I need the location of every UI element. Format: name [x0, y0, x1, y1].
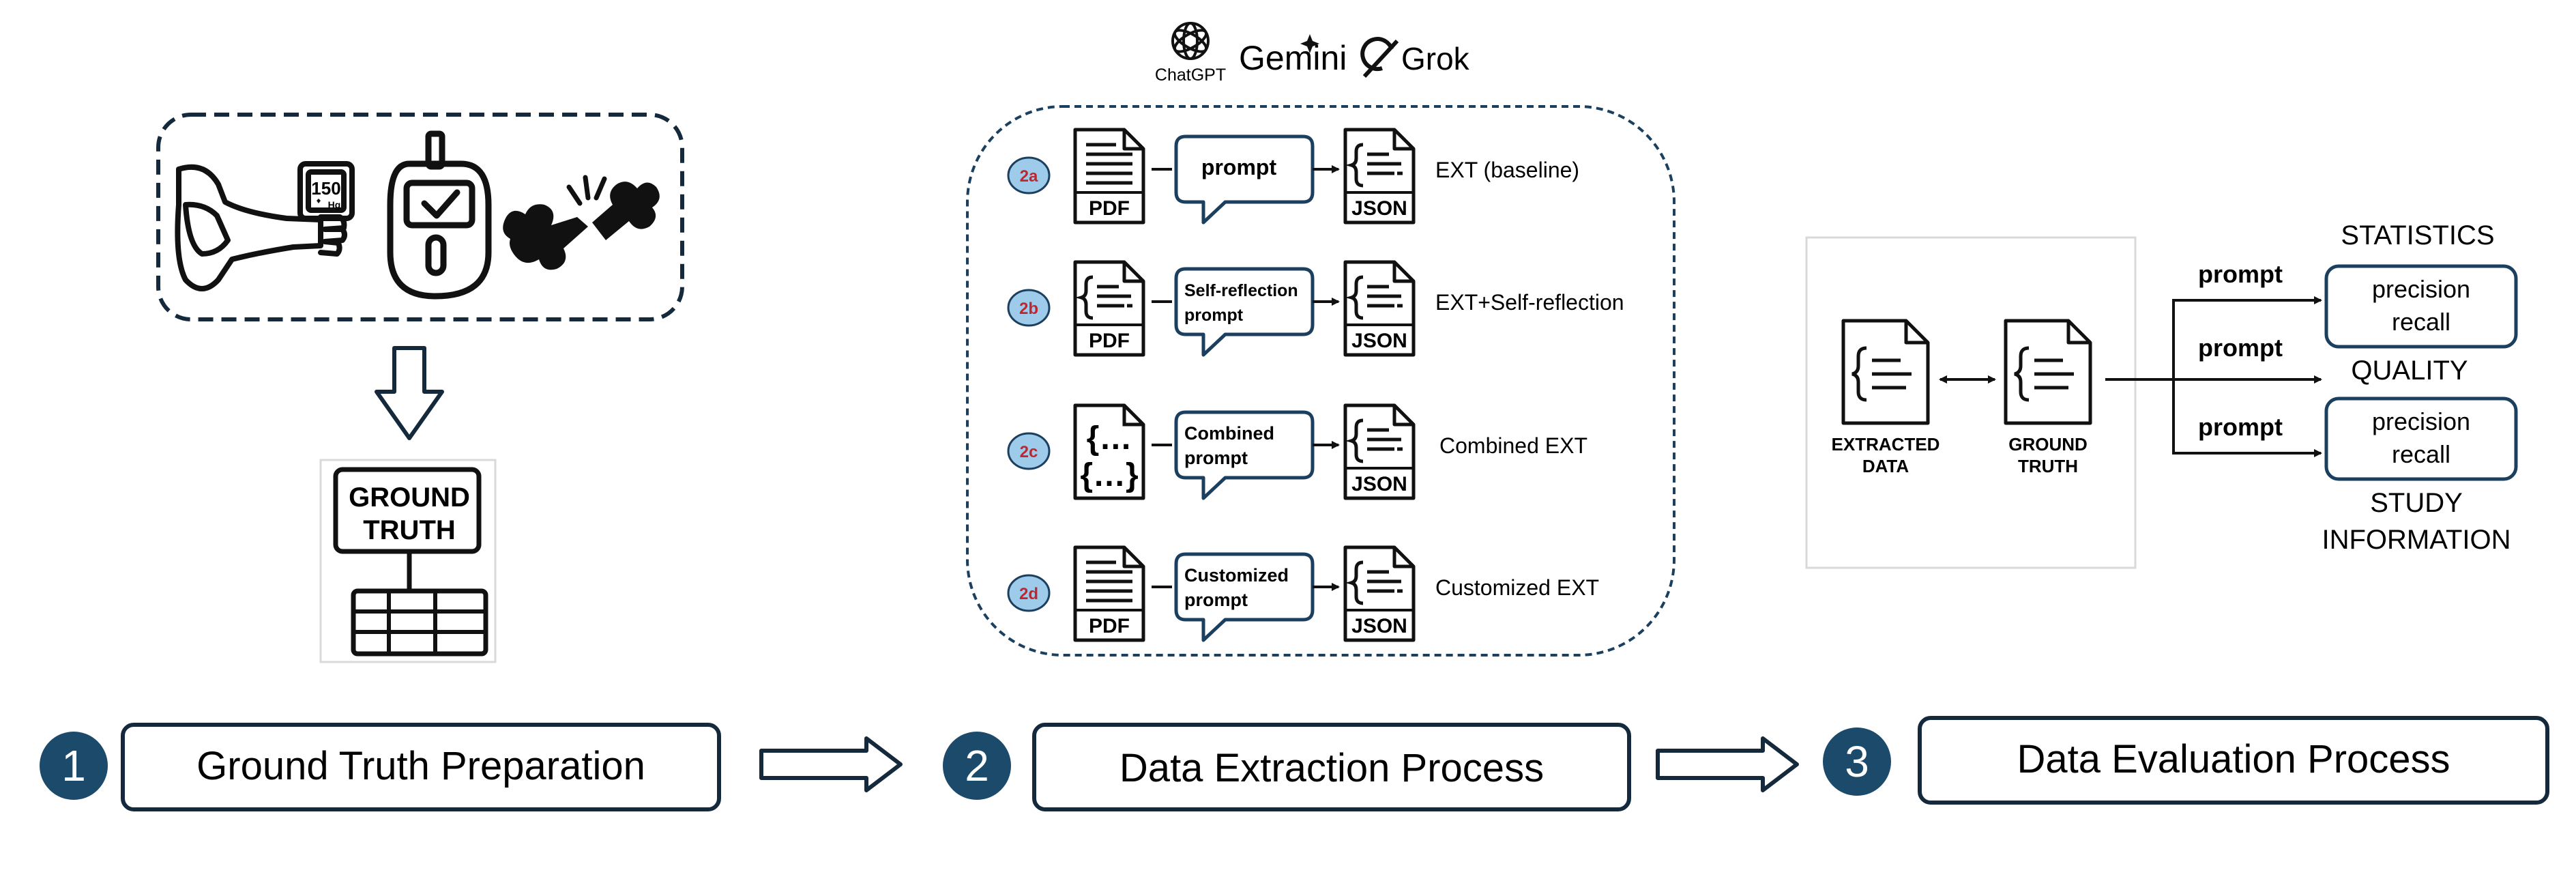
speech-bubble-icon — [1176, 136, 1313, 222]
source-doc-label: PDF — [1089, 197, 1130, 220]
stage3-evaluation: EXTRACTED DATA GROUND TRUTH prompt promp… — [1805, 220, 2518, 569]
step-2-label: Data Extraction Process — [1119, 746, 1544, 790]
ground-truth-table-icon — [319, 459, 497, 663]
row-badge — [1007, 574, 1051, 612]
svg-text:{…: {… — [1087, 420, 1132, 457]
process-steps: 1 Ground Truth Preparation 2 Data Extrac… — [40, 716, 2549, 811]
quality-label: QUALITY — [2351, 356, 2468, 386]
extraction-frame — [966, 105, 1675, 657]
extracted-data-doc-icon — [1843, 321, 1928, 423]
row-badge-text: 2a — [1020, 167, 1038, 186]
chatgpt-label: ChatGPT — [1155, 66, 1226, 85]
gemini-label: Gemini — [1239, 39, 1347, 77]
ground-truth-title-line1: GROUND — [349, 482, 470, 513]
grok-logo-icon — [1360, 37, 1399, 78]
row-badge — [1007, 432, 1051, 470]
branch-arrows — [2105, 296, 2322, 457]
measurements-frame — [156, 113, 684, 321]
statistics-metric-recall: recall — [2392, 308, 2450, 336]
study-information-label-line1: STUDY — [2370, 488, 2463, 518]
study-metrics-box — [2324, 397, 2518, 481]
stage1-illustrations: 150 Hg GROUND — [156, 113, 684, 663]
prompt-text-line1: prompt — [1201, 155, 1277, 179]
study-metric-recall: recall — [2392, 440, 2450, 468]
extracted-data-label-line2: DATA — [1862, 456, 1909, 476]
glucometer-icon — [387, 130, 492, 300]
json-doc-label: JSON — [1351, 473, 1407, 495]
step-1-box — [121, 723, 721, 811]
step-3-box — [1918, 716, 2549, 805]
svg-text:{…}: {…} — [1080, 457, 1138, 493]
ground-truth-label-line2: TRUTH — [2018, 456, 2078, 476]
prompt-text-line1: Combined — [1184, 423, 1274, 444]
blood-pressure-cuff-icon — [175, 161, 355, 291]
step-3-number: 3 — [1845, 737, 1869, 786]
step-arrow-1 — [759, 736, 903, 792]
prompt-label-quality: prompt — [2198, 334, 2283, 362]
json-doc-label: JSON — [1351, 330, 1407, 352]
method-label: EXT+Self-reflection — [1435, 290, 1624, 315]
ground-truth-title-line2: TRUTH — [363, 515, 456, 545]
llm-logos: ChatGPT Gemini Grok — [1155, 22, 1470, 85]
source-doc-label: PDF — [1089, 330, 1130, 352]
method-label: Combined EXT — [1439, 433, 1587, 458]
row-badge-text: 2b — [1019, 300, 1038, 318]
bp-unit: Hg — [328, 199, 341, 210]
prompt-text-line1: Customized — [1184, 565, 1289, 586]
method-label: EXT (baseline) — [1435, 158, 1579, 182]
bp-value: 150 — [311, 178, 340, 199]
gemini-sparkle-icon — [1300, 34, 1319, 53]
source-doc-label: PDF — [1089, 615, 1130, 637]
statistics-metric-precision: precision — [2372, 275, 2470, 303]
row-badge — [1007, 289, 1051, 327]
json-doc-label: JSON — [1351, 615, 1407, 637]
step-1-circle — [40, 732, 108, 800]
statistics-metrics-box — [2324, 264, 2518, 349]
step-3-circle — [1823, 727, 1891, 796]
row-badge-text: 2d — [1019, 585, 1038, 603]
ground-truth-label-line1: GROUND — [2008, 434, 2088, 455]
step-2-box — [1032, 723, 1631, 811]
prompt-text-line2: prompt — [1184, 590, 1248, 610]
prompt-text-line1: Self-reflection — [1184, 281, 1298, 300]
extracted-data-label-line1: EXTRACTED — [1832, 434, 1940, 455]
chatgpt-logo-icon — [1171, 22, 1210, 60]
step-2-number: 2 — [965, 741, 989, 790]
step-1-label: Ground Truth Preparation — [196, 744, 645, 788]
heart-icon — [317, 199, 321, 203]
broken-bone-icon — [503, 175, 660, 270]
down-arrow — [375, 346, 444, 440]
grok-label: Grok — [1401, 41, 1470, 76]
json-doc-label: JSON — [1351, 197, 1407, 220]
step-2-circle — [943, 732, 1011, 800]
method-label: Customized EXT — [1435, 575, 1599, 600]
study-metric-precision: precision — [2372, 407, 2470, 435]
prompt-label-statistics: prompt — [2198, 260, 2283, 288]
step-3-label: Data Evaluation Process — [2017, 737, 2450, 781]
row-badge-text: 2c — [1020, 443, 1038, 461]
prompt-text-line2: prompt — [1184, 448, 1248, 468]
study-information-label-line2: INFORMATION — [2322, 525, 2511, 555]
step-arrow-2 — [1656, 736, 1799, 792]
statistics-label: STATISTICS — [2341, 220, 2494, 250]
prompt-label-study: prompt — [2198, 413, 2283, 441]
ground-truth-doc-icon — [2006, 321, 2090, 423]
prompt-text-line2: prompt — [1184, 306, 1244, 325]
row-badge — [1007, 156, 1051, 194]
combined-document-icon: {…{…} — [1073, 403, 1145, 500]
step-1-number: 1 — [61, 741, 86, 790]
